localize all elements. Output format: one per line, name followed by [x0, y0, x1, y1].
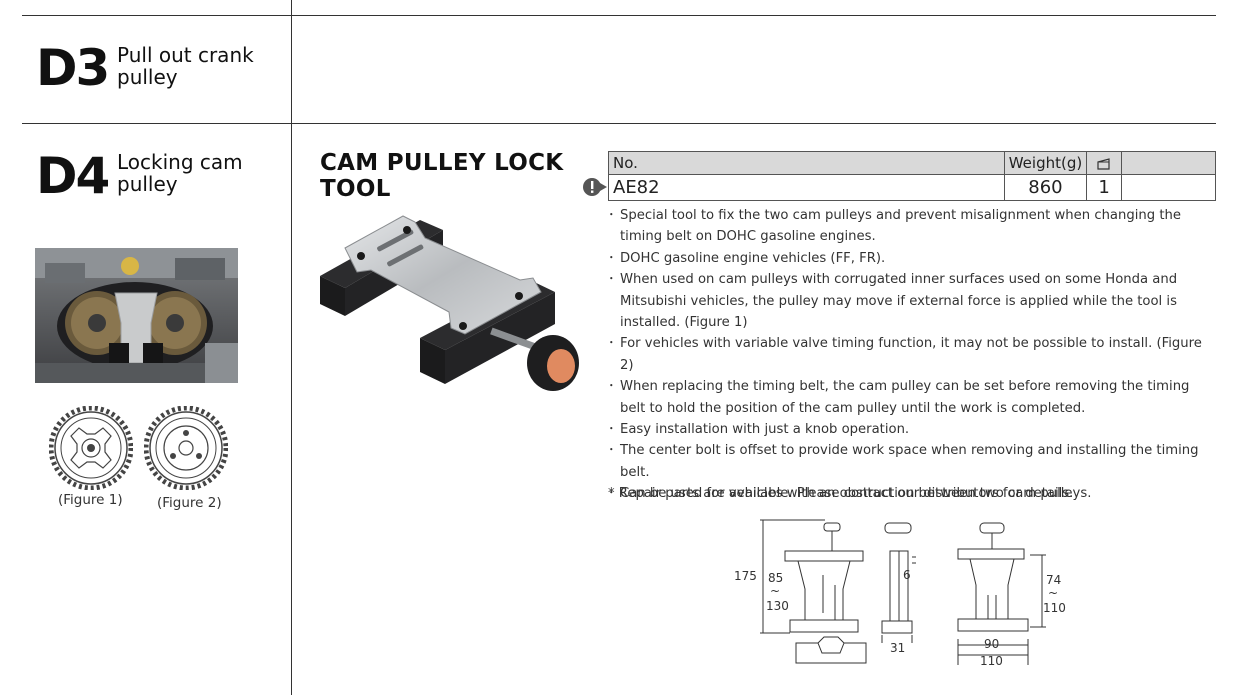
spec-table-header: No. Weight(g) — [608, 151, 1216, 175]
top-rule — [22, 15, 1216, 16]
figure1-corrugated-pulley — [49, 406, 133, 490]
feature-item: The center bolt is offset to provide wor… — [608, 440, 1218, 483]
box-quantity-icon — [1097, 157, 1110, 170]
repair-parts-note: * Repair parts are available. Please con… — [608, 486, 1074, 501]
spec-table-row: AE82 860 1 — [608, 174, 1216, 201]
product-title: CAM PULLEY LOCK TOOL — [320, 150, 563, 202]
dim-height-min: 85 — [768, 571, 783, 585]
figure2-caption: (Figure 2) — [157, 495, 222, 511]
dim-span-max: 110 — [1043, 601, 1066, 615]
feature-item: For vehicles with variable valve timing … — [608, 333, 1218, 376]
cell-no: AE82 — [608, 174, 1005, 201]
dim-width-outer: 110 — [980, 654, 1003, 668]
figure1-caption: (Figure 1) — [58, 492, 123, 508]
section-title-d4-line1: Locking cam — [117, 150, 243, 174]
header-qty — [1086, 151, 1123, 175]
dim-width-inner: 90 — [984, 637, 999, 651]
header-blank — [1121, 151, 1216, 175]
feature-item: Special tool to fix the two cam pulleys … — [608, 205, 1218, 248]
product-title-line1: CAM PULLEY LOCK — [320, 150, 564, 176]
header-weight: Weight(g) — [1003, 151, 1088, 175]
section-title-d3-line2: pulley — [117, 65, 178, 89]
section-code-d4: D4 — [36, 147, 110, 205]
exclamation-circle-arrow-icon — [583, 178, 607, 196]
header-no: No. — [608, 151, 1005, 175]
section-title-d3: Pull out crank pulley — [117, 44, 254, 88]
dim-thickness: 6 — [903, 568, 911, 582]
figure2-vvt-pulley — [144, 406, 228, 490]
section-title-d4-line2: pulley — [117, 172, 178, 196]
dim-overall-height: 175 — [734, 569, 757, 583]
feature-item: Can be used for vehicles with an obstruc… — [608, 483, 1218, 505]
dimension-drawing: 175 85 ~ 130 6 31 74 ~ 110 90 110 — [734, 519, 1066, 668]
feature-item: When used on cam pulleys with corrugated… — [608, 269, 1218, 333]
spec-table: No. Weight(g) AE82 860 1 — [608, 151, 1216, 201]
section-code-d3: D3 — [36, 39, 110, 97]
dim-depth: 31 — [890, 641, 905, 655]
cell-blank — [1121, 174, 1216, 201]
cell-weight: 860 — [1003, 174, 1088, 201]
section-title-d3-line1: Pull out crank — [117, 43, 254, 67]
feature-item: DOHC gasoline engine vehicles (FF, FR). — [608, 248, 1218, 270]
dim-span-min: 74 — [1046, 573, 1061, 587]
section-divider — [22, 123, 1216, 124]
feature-list: Special tool to fix the two cam pulleys … — [608, 205, 1218, 505]
dim-span-tilde: ~ — [1048, 586, 1058, 600]
engine-installation-photo — [35, 248, 238, 383]
feature-item: Easy installation with just a knob opera… — [608, 419, 1218, 441]
feature-item: When replacing the timing belt, the cam … — [608, 376, 1218, 419]
product-title-line2: TOOL — [320, 176, 391, 202]
product-photo — [320, 215, 579, 391]
cell-qty: 1 — [1086, 174, 1123, 201]
section-title-d4: Locking cam pulley — [117, 151, 243, 195]
dim-height-tilde: ~ — [770, 584, 780, 598]
column-divider — [291, 0, 292, 695]
dim-height-max: 130 — [766, 599, 789, 613]
